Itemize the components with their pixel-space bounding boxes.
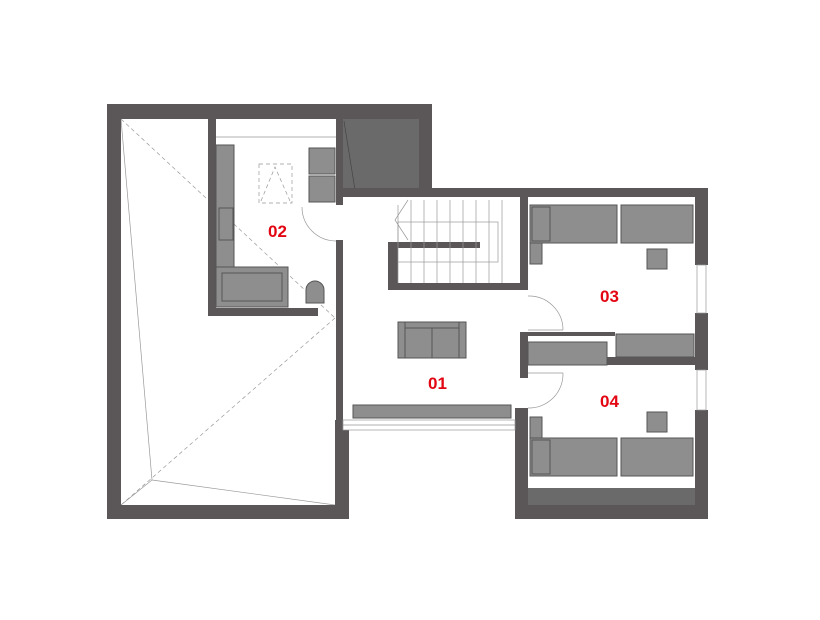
room-04-furniture bbox=[529, 411, 694, 477]
room-label-04: 04 bbox=[600, 392, 619, 411]
doors[interactable] bbox=[301, 206, 564, 409]
room-03-furniture bbox=[527, 204, 695, 366]
walls bbox=[107, 104, 708, 519]
sofa bbox=[397, 321, 467, 359]
room-04-strip bbox=[528, 488, 695, 505]
room-label-01: 01 bbox=[428, 374, 447, 393]
terrace-roof-lines bbox=[120, 118, 336, 506]
bench bbox=[352, 404, 512, 419]
windows bbox=[216, 136, 707, 431]
room-label-02: 02 bbox=[268, 222, 287, 241]
bathroom-fixtures bbox=[215, 144, 336, 308]
staircase[interactable] bbox=[394, 199, 503, 283]
room-label-03: 03 bbox=[600, 287, 619, 306]
shaft bbox=[342, 119, 419, 197]
